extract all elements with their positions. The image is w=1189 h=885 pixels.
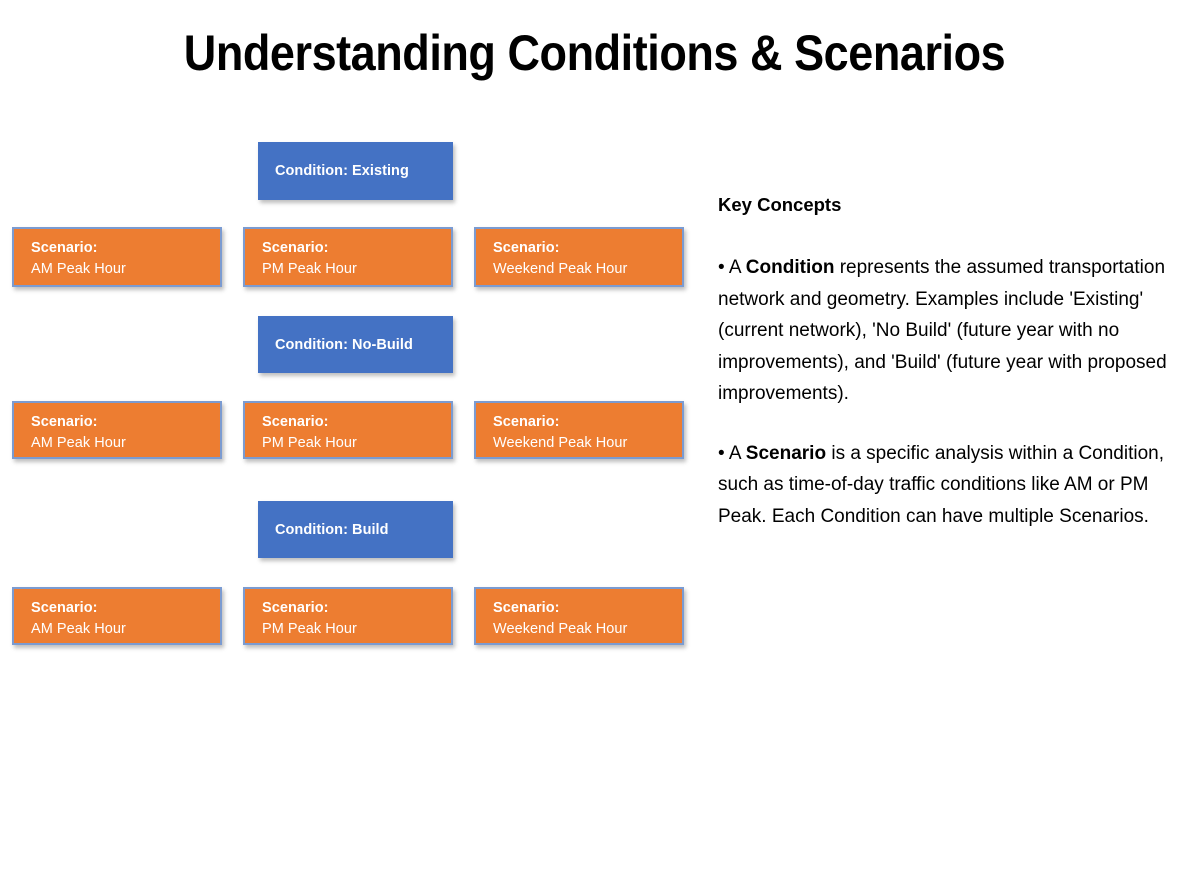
condition-label: Condition: Build (275, 521, 389, 538)
scenario-label: AM Peak Hour (31, 435, 126, 451)
scenario-box-no-build-am[interactable]: Scenario: AM Peak Hour (12, 401, 222, 459)
condition-box-no-build[interactable]: Condition: No-Build (258, 316, 453, 373)
scenario-prefix: Scenario: (493, 240, 560, 256)
bullet-marker: • A (718, 257, 746, 278)
condition-box-build[interactable]: Condition: Build (258, 501, 453, 558)
scenario-prefix: Scenario: (493, 600, 560, 616)
scenario-box-existing-am[interactable]: Scenario: AM Peak Hour (12, 227, 222, 287)
key-concept-bullet-scenario: • A Scenario is a specific analysis with… (718, 438, 1170, 533)
bullet-body: represents the assumed transportation ne… (718, 257, 1167, 404)
scenario-box-build-weekend[interactable]: Scenario: Weekend Peak Hour (474, 587, 684, 645)
bullet-term: Scenario (745, 442, 827, 464)
page-title: Understanding Conditions & Scenarios (183, 25, 1006, 81)
bullet-term: Condition (745, 257, 835, 278)
key-concepts-heading: Key Concepts (718, 194, 842, 215)
bullet-marker: • A (718, 442, 746, 464)
scenario-label: PM Peak Hour (262, 261, 357, 277)
scenario-prefix: Scenario: (262, 414, 329, 430)
condition-label: Condition: Existing (275, 163, 409, 179)
scenario-label: PM Peak Hour (262, 435, 357, 451)
scenario-box-no-build-weekend[interactable]: Scenario: Weekend Peak Hour (474, 401, 684, 459)
scenario-box-no-build-pm[interactable]: Scenario: PM Peak Hour (243, 401, 453, 459)
scenario-box-existing-weekend[interactable]: Scenario: Weekend Peak Hour (474, 227, 684, 287)
key-concepts-panel: Key Concepts • A Condition represents th… (718, 192, 1170, 532)
scenario-label: PM Peak Hour (262, 621, 357, 637)
bullet-body: is a specific analysis within a Conditio… (718, 442, 1164, 527)
scenario-box-build-am[interactable]: Scenario: AM Peak Hour (12, 587, 222, 645)
scenario-label: AM Peak Hour (31, 621, 126, 637)
scenario-prefix: Scenario: (262, 240, 329, 256)
scenario-prefix: Scenario: (493, 414, 560, 430)
condition-box-existing[interactable]: Condition: Existing (258, 142, 453, 200)
scenario-label: Weekend Peak Hour (493, 435, 628, 451)
conditions-scenarios-diagram: Condition: Existing Condition: No-Build … (12, 142, 684, 645)
scenario-label: Weekend Peak Hour (493, 621, 628, 637)
scenario-prefix: Scenario: (31, 414, 98, 430)
scenario-prefix: Scenario: (262, 600, 329, 616)
scenario-label: AM Peak Hour (31, 261, 126, 277)
key-concept-bullet-condition: • A Condition represents the assumed tra… (718, 252, 1170, 410)
scenario-prefix: Scenario: (31, 240, 98, 256)
scenario-box-existing-pm[interactable]: Scenario: PM Peak Hour (243, 227, 453, 287)
condition-label: Condition: No-Build (275, 336, 413, 353)
scenario-label: Weekend Peak Hour (493, 261, 628, 277)
scenario-prefix: Scenario: (31, 600, 98, 616)
scenario-box-build-pm[interactable]: Scenario: PM Peak Hour (243, 587, 453, 645)
